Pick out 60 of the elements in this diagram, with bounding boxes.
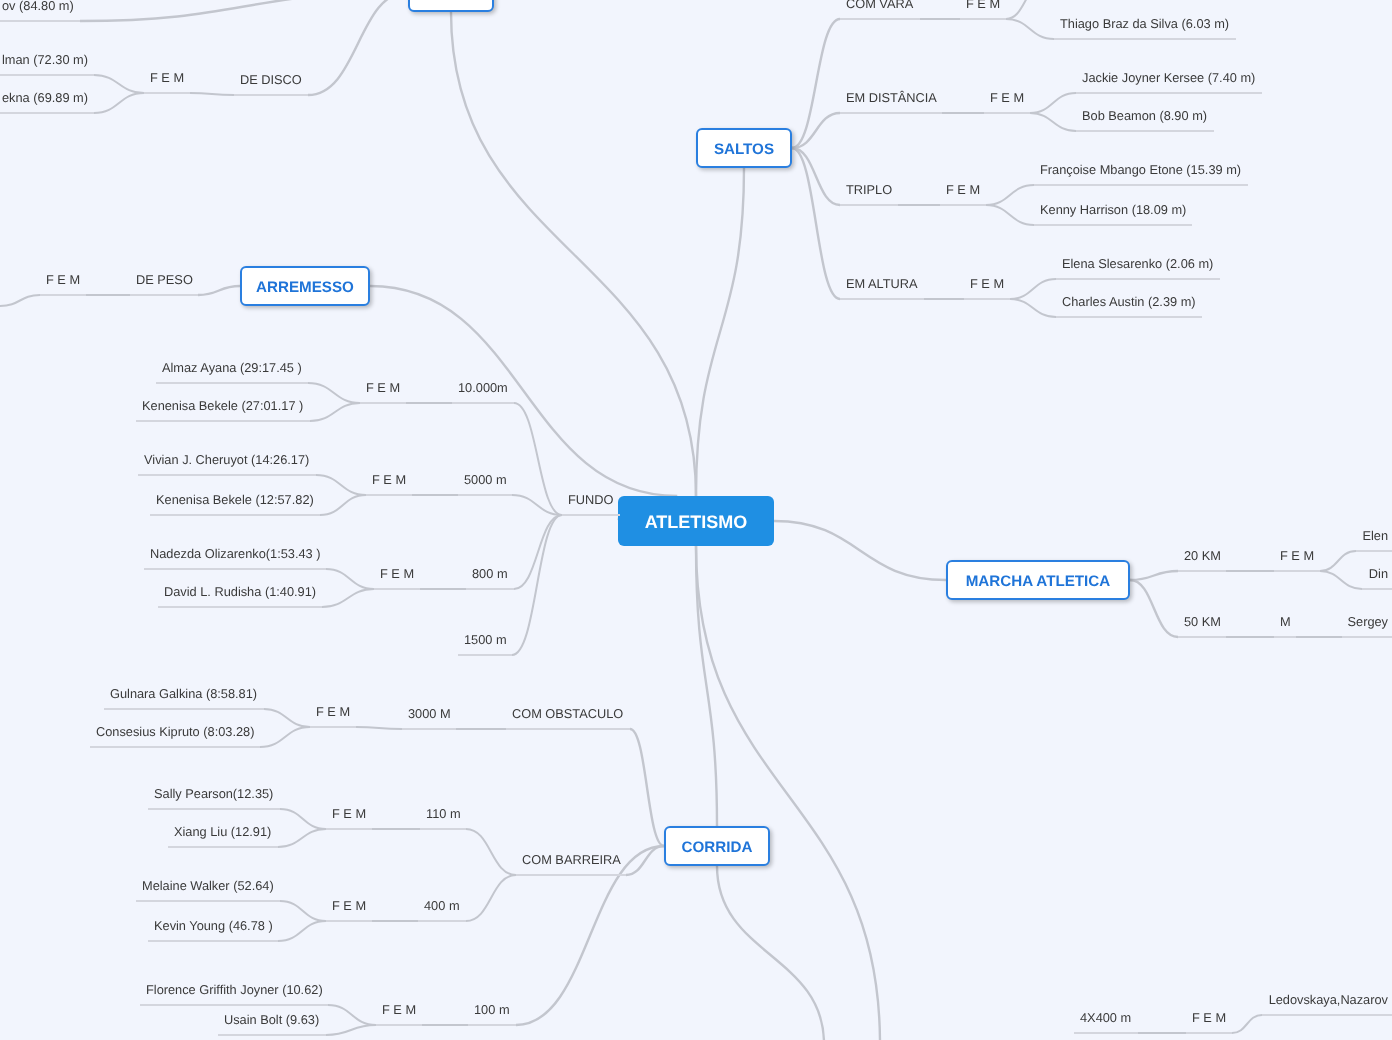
branch-line [715, 865, 826, 1040]
branch-line [371, 920, 419, 922]
branch-line [355, 726, 403, 730]
branch-line [1129, 569, 1179, 582]
branch-line [189, 92, 235, 96]
branch-line [197, 284, 241, 297]
branch-line [1295, 636, 1343, 638]
branch-line [1005, 18, 1055, 40]
branch-line [0, 294, 41, 307]
branch-line [371, 828, 421, 830]
central-topic-box: ATLETISMO [618, 496, 774, 546]
branch-line [1319, 570, 1363, 590]
branch-line [263, 708, 311, 728]
branch-line [1319, 550, 1357, 572]
branch-line [465, 874, 517, 922]
branch-line [985, 204, 1035, 226]
branch-line [369, 284, 678, 498]
branch-line [941, 112, 985, 114]
branch-line [791, 146, 841, 207]
branch-line [1225, 636, 1275, 638]
branch-line [694, 545, 882, 1040]
branch-line [279, 808, 327, 830]
branch-line [515, 844, 665, 1027]
branch-line [411, 494, 459, 496]
branch-line [455, 728, 507, 730]
branch-line [511, 494, 563, 516]
branch-line [259, 726, 311, 748]
branch-line [419, 588, 467, 590]
branch-line [465, 828, 517, 876]
branch-line [625, 844, 665, 877]
branch-line [1129, 578, 1179, 639]
branch-line [513, 402, 563, 516]
branch-line [85, 294, 131, 296]
branch-line [919, 18, 961, 20]
branch-line [1137, 1032, 1187, 1034]
branch-line [279, 900, 327, 922]
branch-line [421, 1024, 469, 1026]
branch-line [277, 828, 327, 848]
branch-line [1225, 570, 1275, 572]
branch-line [325, 1024, 377, 1036]
branch-line [1231, 1014, 1263, 1034]
branch-line [1009, 298, 1057, 318]
branch-line [405, 402, 453, 404]
branch-line [319, 494, 367, 516]
branch-line [321, 588, 375, 608]
branch-line [791, 17, 841, 150]
branch-line [309, 402, 361, 422]
branch-line [897, 204, 941, 206]
branch-line [1009, 278, 1057, 300]
branch-line [1029, 92, 1077, 114]
branch-line [923, 298, 965, 300]
branch-line [791, 146, 841, 301]
branch-line [791, 111, 841, 150]
branch-line [773, 519, 947, 582]
branch-line [93, 92, 145, 114]
branch-line [1029, 112, 1077, 132]
branch-line [277, 920, 327, 942]
branch-line [629, 727, 665, 848]
branch-line [694, 167, 746, 497]
branch-line [511, 514, 563, 656]
